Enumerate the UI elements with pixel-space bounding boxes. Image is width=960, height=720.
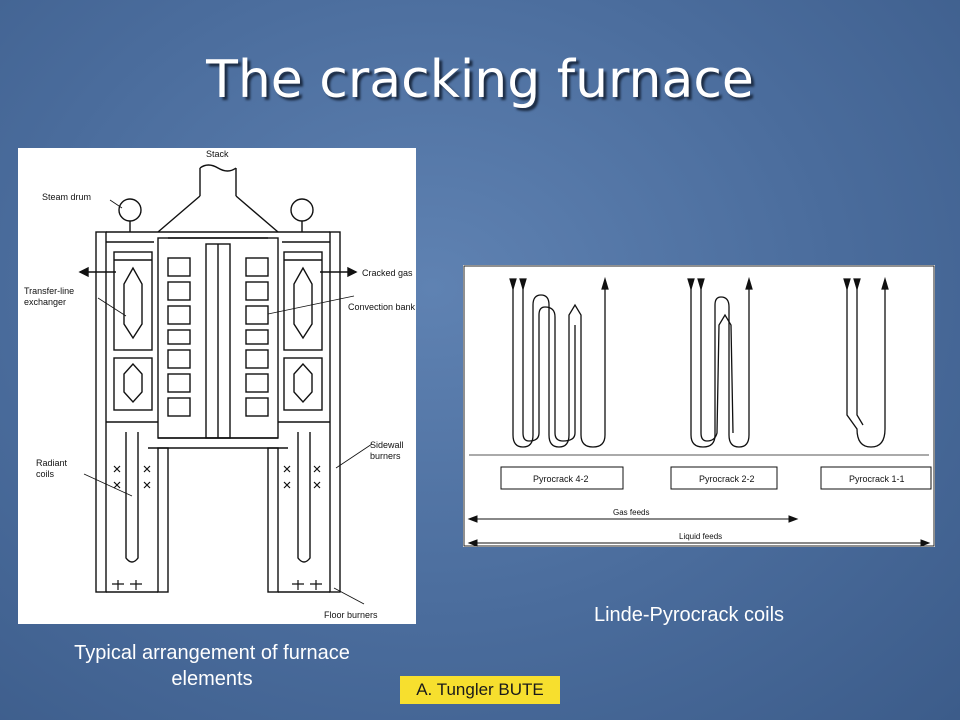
slide-title: The cracking furnace <box>206 50 754 110</box>
footer-author: A. Tungler BUTE <box>400 676 560 704</box>
floor-burners-label: Floor burners <box>324 610 378 620</box>
furnace-diagram: Stack Steam drum Transfer-line exchanger… <box>18 148 416 624</box>
coil-type-label: Pyrocrack 1-1 <box>849 474 905 484</box>
radiant-label: Radiant <box>36 458 68 468</box>
cracked-gas-label: Cracked gas <box>362 268 413 278</box>
coils-diagram: Pyrocrack 4-2 Pyrocrack 2-2 Pyrocrack 1-… <box>463 265 935 547</box>
coils-caption: Linde-Pyrocrack coils <box>593 604 785 626</box>
coil-type-label: Pyrocrack 2-2 <box>699 474 755 484</box>
steam-drum-label: Steam drum <box>42 192 91 202</box>
exchanger-label: exchanger <box>24 297 66 307</box>
convection-bank-label: Convection bank <box>348 302 416 312</box>
coil-type-label: Pyrocrack 4-2 <box>533 474 589 484</box>
furnace-caption: Typical arrangement of furnace elements <box>74 642 350 690</box>
coils-label: coils <box>36 469 55 479</box>
gas-feeds-label: Gas feeds <box>613 508 649 517</box>
furnace-diagram-svg: Stack Steam drum Transfer-line exchanger… <box>24 149 416 620</box>
liquid-feeds-label: Liquid feeds <box>679 532 722 541</box>
sidewall-label: Sidewall <box>370 440 404 450</box>
burners-label: burners <box>370 451 401 461</box>
coils-diagram-svg: Pyrocrack 4-2 Pyrocrack 2-2 Pyrocrack 1-… <box>463 265 935 547</box>
stack-label: Stack <box>206 149 229 159</box>
transfer-line-label: Transfer-line <box>24 286 74 296</box>
